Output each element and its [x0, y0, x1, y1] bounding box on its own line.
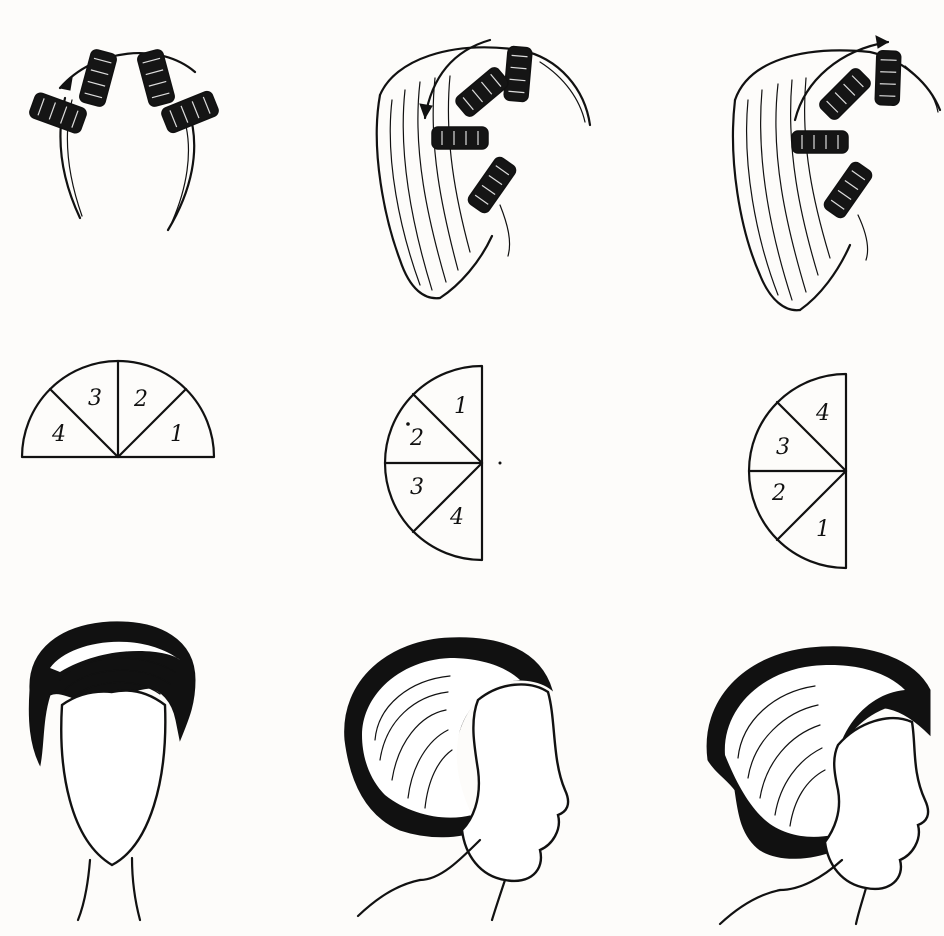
- sector-label: 3: [410, 475, 424, 500]
- sector-label: 1: [454, 394, 468, 419]
- ink-speck: [406, 422, 410, 426]
- sector-label: 2: [409, 426, 424, 451]
- sector-label: 1: [816, 517, 830, 542]
- sector-label: 3: [776, 435, 790, 460]
- roller: [875, 51, 901, 106]
- ink-speck: [499, 462, 502, 465]
- sector-label: 3: [88, 386, 102, 411]
- sector-label: 4: [449, 505, 464, 530]
- roller: [504, 46, 533, 102]
- sector-label: 2: [133, 387, 148, 412]
- sector-label: 4: [51, 422, 66, 447]
- sector-label: 2: [771, 481, 786, 506]
- roller: [792, 131, 848, 153]
- sector-label: 1: [170, 422, 184, 447]
- sector-label: 4: [815, 401, 830, 426]
- roller: [432, 127, 488, 149]
